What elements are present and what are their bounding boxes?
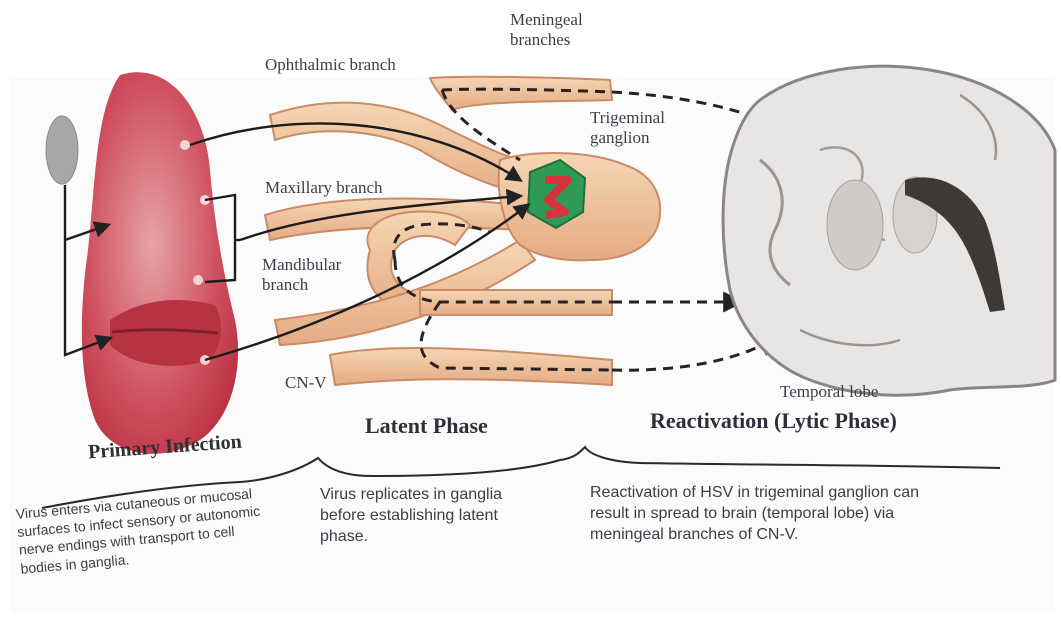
label-cn-v: CN-V [285,373,327,393]
phase-desc-latent: Virus replicates in ganglia before estab… [320,485,502,547]
lesion-dot-forehead [180,140,190,150]
label-meningeal-branches: Meningeal branches [510,10,583,49]
phase-title-latent: Latent Phase [365,413,488,439]
phase-desc-reactivation: Reactivation of HSV in trigeminal gangli… [590,483,919,545]
phase-title-reactivation: Reactivation (Lytic Phase) [650,408,897,434]
label-mandibular-branch: Mandibular branch [262,255,341,294]
label-ophthalmic-branch: Ophthalmic branch [265,55,396,75]
label-trigeminal-ganglion: Trigeminal ganglion [590,108,665,147]
lesion-dot-upper-lip [193,275,203,285]
brain-section [723,66,1055,395]
inset-circle [46,116,78,184]
label-maxillary-branch: Maxillary branch [265,178,383,198]
label-temporal-lobe: Temporal lobe [780,382,878,402]
